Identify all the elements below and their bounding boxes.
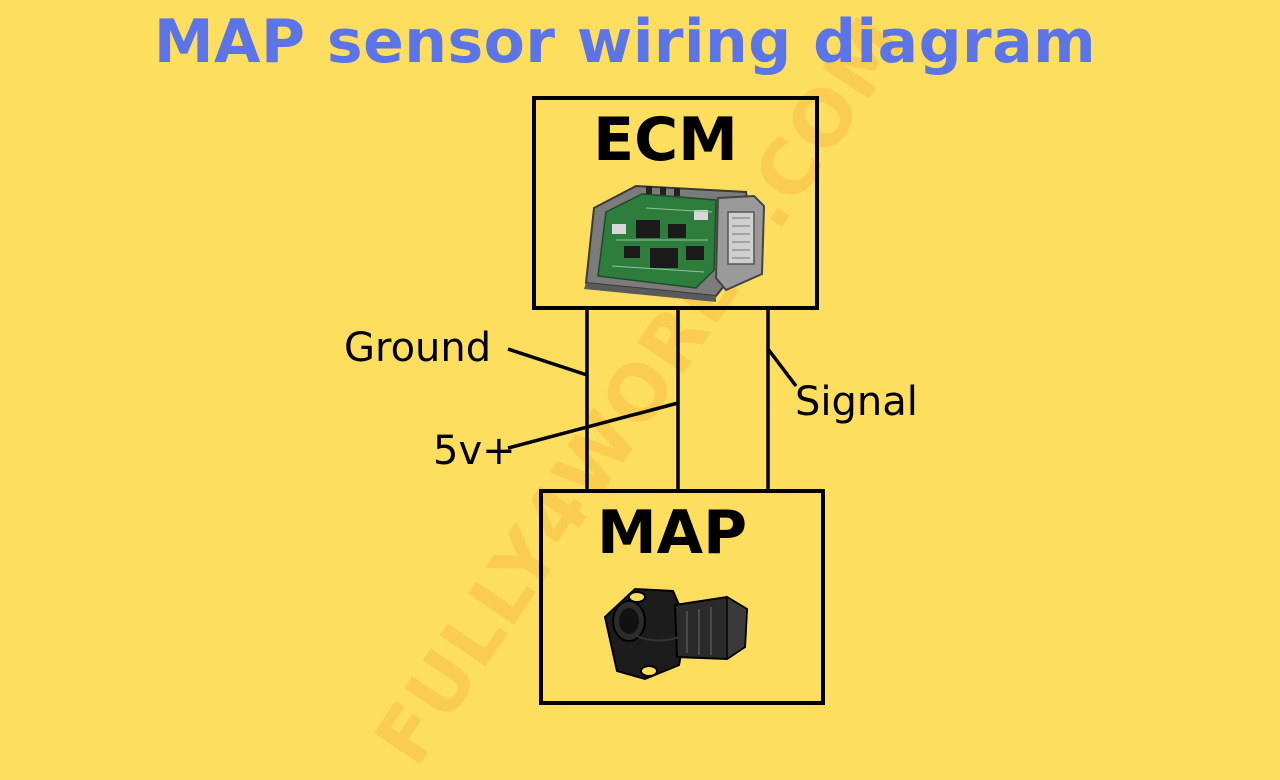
map-label: MAP [596, 498, 748, 568]
ground-leader [507, 347, 588, 377]
wiring-lines [507, 310, 798, 491]
ecm-box: ECM [532, 96, 819, 310]
map-box: MAP [539, 489, 825, 705]
map-sensor-icon [603, 587, 749, 681]
ecm-circuit-board-icon [584, 184, 766, 302]
page-title: MAP sensor wiring diagram [153, 7, 1097, 77]
supply-5v-label: 5v+ [433, 428, 516, 474]
ground-label: Ground [344, 325, 492, 371]
supply-leader [507, 401, 679, 450]
signal-label: Signal [795, 379, 918, 425]
signal-leader [766, 347, 798, 388]
ecm-label: ECM [593, 105, 738, 175]
